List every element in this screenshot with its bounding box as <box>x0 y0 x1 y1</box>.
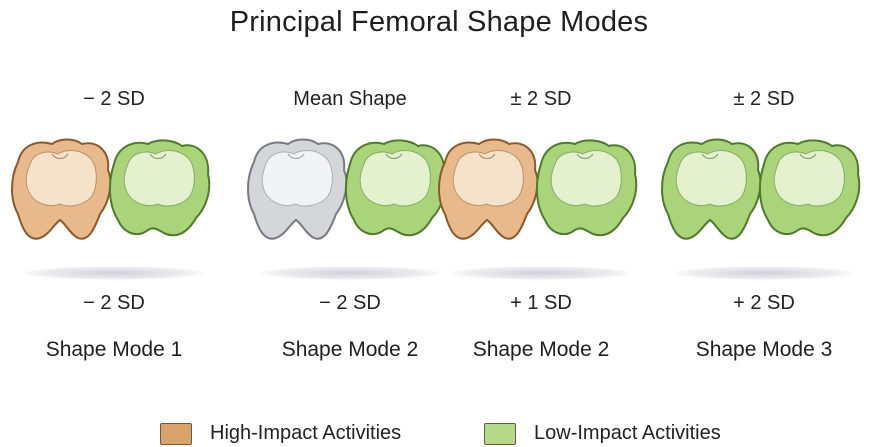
femur-low-impact <box>110 140 209 235</box>
bottom-sd-label: + 2 SD <box>654 292 874 315</box>
low-impact-swatch <box>484 423 516 445</box>
shape-mode-label: Shape Mode 2 <box>240 338 460 362</box>
femur-pair <box>240 130 460 250</box>
top-sd-label: ± 2 SD <box>431 88 651 111</box>
femur-low-impact <box>662 140 760 239</box>
femur-pair <box>654 130 874 250</box>
high-impact-swatch <box>160 423 192 445</box>
top-sd-label: ± 2 SD <box>654 88 874 111</box>
mode-column-4: ± 2 SD + 2 SD Shape Mode 3 <box>654 0 874 447</box>
top-sd-label: − 2 SD <box>4 88 224 111</box>
shape-mode-label: Shape Mode 3 <box>654 338 874 362</box>
legend-item-high-impact: High-Impact Activities <box>160 422 401 445</box>
femur-low-impact <box>760 140 859 235</box>
femur-mean <box>248 140 346 239</box>
bottom-sd-label: − 2 SD <box>240 292 460 315</box>
femur-pair <box>4 130 224 250</box>
legend: High-Impact Activities Low-Impact Activi… <box>0 422 878 447</box>
femur-high-impact <box>439 140 537 239</box>
femur-pair <box>431 130 651 250</box>
femur-low-impact <box>537 140 636 235</box>
shape-mode-label: Shape Mode 2 <box>431 338 651 362</box>
mode-column-3: ± 2 SD + 1 SD Shape Mode 2 <box>431 0 651 447</box>
ground-shadow <box>260 266 440 280</box>
shape-mode-label: Shape Mode 1 <box>4 338 224 362</box>
femur-high-impact <box>12 140 110 239</box>
ground-shadow <box>24 266 204 280</box>
bottom-sd-label: − 2 SD <box>4 292 224 315</box>
ground-shadow <box>674 266 854 280</box>
mode-column-2: Mean Shape − 2 SD Shape Mode 2 <box>240 0 460 447</box>
legend-label: Low-Impact Activities <box>534 422 721 445</box>
legend-item-low-impact: Low-Impact Activities <box>484 422 721 445</box>
bottom-sd-label: + 1 SD <box>431 292 651 315</box>
mode-column-1: − 2 SD − 2 SD Shape Mode 1 <box>4 0 224 447</box>
top-sd-label: Mean Shape <box>240 88 460 111</box>
legend-label: High-Impact Activities <box>210 422 401 445</box>
ground-shadow <box>451 266 631 280</box>
